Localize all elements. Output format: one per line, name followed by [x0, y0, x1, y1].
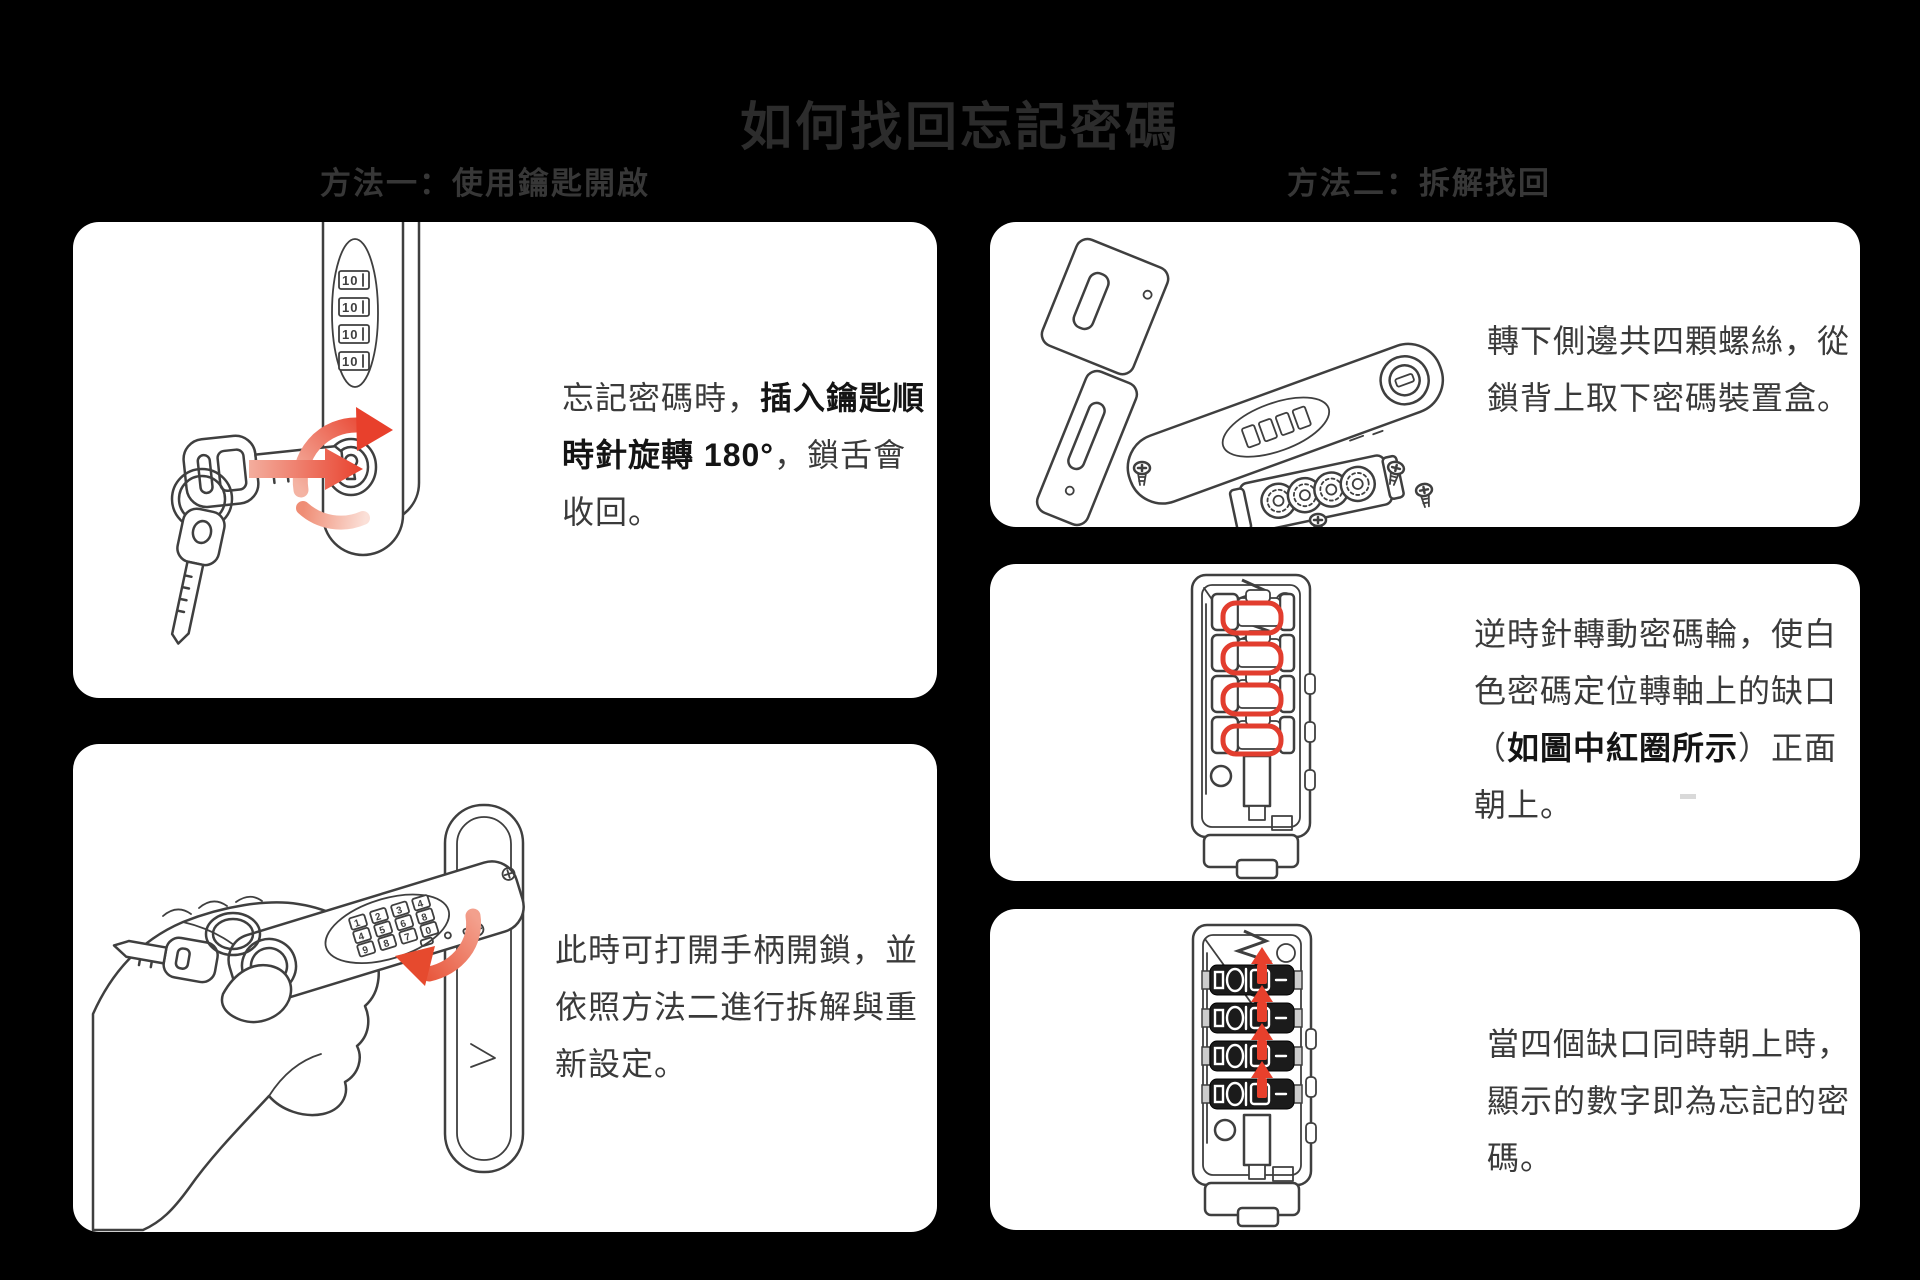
svg-text:4: 4 [357, 931, 366, 943]
key-with-ring-icon [112, 911, 262, 984]
text-line: 依照方法二進行拆解與重 [555, 989, 919, 1025]
dial-digits: 10 [342, 300, 358, 315]
card-key-unlock-text: 忘記密碼時，插入鑰匙順時針旋轉 180°，鎖舌會收回。 [562, 370, 925, 541]
text-line: 新設定。 [555, 1046, 688, 1082]
insert-key-arrow-icon [249, 448, 363, 490]
svg-text:5: 5 [378, 925, 387, 937]
dial-digits: 10 [342, 327, 358, 342]
lock-front-with-key-turn-illustration: 10 10 10 10 [170, 222, 421, 645]
text-line: 忘記密碼時，插入鑰匙順 [562, 380, 926, 416]
text-line: 時針旋轉 180°，鎖舌會 [562, 437, 907, 473]
lower-axle-icon [1209, 754, 1293, 831]
dial-digits: 10 [342, 354, 358, 369]
svg-text:9: 9 [361, 944, 370, 956]
text-line: 此時可打開手柄開鎖，並 [555, 932, 919, 968]
section-heading-method2: 方法二：拆解找回 [1287, 166, 1551, 201]
finger-over-handle [220, 963, 293, 1024]
mount-bracket-icon [1035, 237, 1170, 527]
key-icon [170, 434, 344, 645]
section-heading-method1: 方法一：使用鑰匙開啟 [320, 166, 650, 201]
svg-text:4: 4 [416, 898, 425, 910]
second-key-icon [170, 507, 226, 645]
lock-back-plate-icon [443, 803, 525, 1174]
card-open-handle-text: 此時可打開手柄開鎖，並依照方法二進行拆解與重新設定。 [555, 922, 918, 1093]
black-code-wheels-icon [1201, 964, 1303, 1110]
text-line: 朝上。 [1474, 787, 1574, 823]
disassembled-lock-illustration [1035, 237, 1444, 527]
svg-text:8: 8 [420, 912, 429, 924]
svg-text:2: 2 [374, 911, 383, 923]
text-line: 收回。 [562, 494, 662, 530]
red-circle-highlights [1220, 600, 1284, 757]
code-module-arrows-illustration [1191, 923, 1317, 1228]
lower-axle-icon [1213, 1113, 1294, 1182]
text-line: （如圖中紅圈所示）正面 [1474, 730, 1838, 766]
combination-dials-icon: 10 10 10 10 [338, 270, 370, 371]
text-line: 顯示的數字即為忘記的密 [1487, 1083, 1851, 1119]
stray-dash [1680, 794, 1696, 799]
card-read-forgotten-code: 當四個缺口同時朝上時， 顯示的數字即為忘記的密碼。 [990, 909, 1860, 1230]
page-title: 如何找回忘記密碼 [739, 98, 1180, 157]
up-arrows-icon [1251, 947, 1273, 1098]
card-unscrew-text: 轉下側邊共四顆螺絲，從鎖背上取下密碼裝置盒。 [1487, 313, 1850, 427]
text-line: 碼。 [1487, 1140, 1554, 1176]
svg-text:8: 8 [382, 938, 391, 950]
lock-bar-icon [1126, 342, 1444, 505]
dial-digits: 10 [342, 273, 358, 288]
card-unscrew-four-screws: 轉下側邊共四顆螺絲，從鎖背上取下密碼裝置盒。 [990, 222, 1860, 527]
text-line: 色密碼定位轉軸上的缺口 [1474, 673, 1838, 709]
svg-text:1: 1 [353, 918, 362, 930]
svg-text:3: 3 [395, 905, 404, 917]
text-line: 當四個缺口同時朝上時， [1487, 1026, 1851, 1062]
rotate-open-arrow-icon [395, 908, 482, 986]
card-rotate-wheels-text: 逆時針轉動密碼輪，使白色密碼定位轉軸上的缺口 （如圖中紅圈所示）正面朝上。 [1474, 606, 1837, 834]
text-line: 逆時針轉動密碼輪，使白 [1474, 616, 1838, 652]
card-key-unlock: 10 10 10 10 [73, 222, 937, 698]
card-rotate-code-wheels: 逆時針轉動密碼輪，使白色密碼定位轉軸上的缺口 （如圖中紅圈所示）正面朝上。 [990, 564, 1860, 881]
code-module-icon [1228, 454, 1405, 527]
svg-text:6: 6 [399, 918, 408, 930]
card-read-code-text: 當四個缺口同時朝上時， 顯示的數字即為忘記的密碼。 [1487, 1016, 1850, 1187]
svg-text:0: 0 [424, 925, 433, 937]
text-line: 鎖背上取下密碼裝置盒。 [1487, 380, 1851, 416]
lock-body-icon: 10 10 10 10 [321, 222, 421, 557]
svg-text:7: 7 [403, 932, 412, 944]
text-line: 轉下側邊共四顆螺絲，從 [1487, 323, 1851, 359]
code-module-red-circles-illustration [1190, 573, 1696, 880]
